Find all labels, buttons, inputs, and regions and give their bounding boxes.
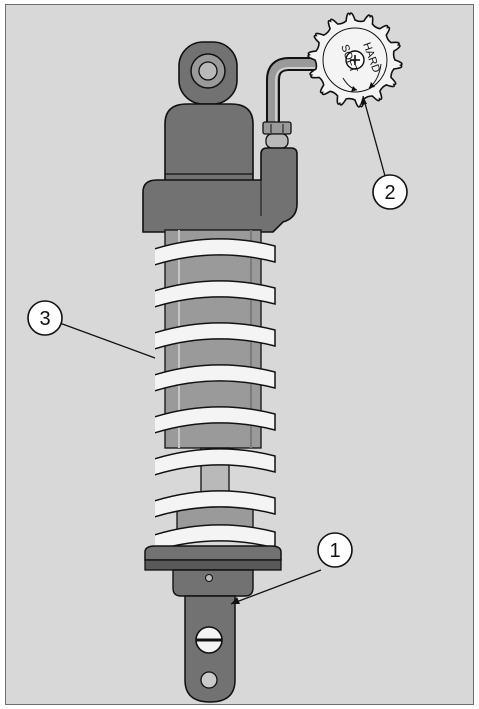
callout-1: 1 [317,532,353,568]
leader-line-2 [362,95,386,177]
spring-coil [155,364,276,392]
rebound-adjuster-screw [195,626,223,654]
adjuster-hose [266,57,323,132]
spring-coil [155,490,276,518]
main-body-housing [142,147,298,233]
spring-coil [155,238,276,266]
spring-coil [155,448,276,476]
illustration-panel: SOFT HARD 1 [5,4,474,705]
callout-2: 2 [372,174,408,210]
top-mount-eye [178,41,238,105]
lower-clevis [172,569,254,703]
coil-spring [155,238,276,552]
leader-line-3 [56,321,156,359]
spring-coil [155,406,276,434]
soft-arrow-icon [351,86,357,92]
callout-3-label: 3 [39,308,50,330]
callout-1-label: 1 [329,540,340,562]
spring-coil [155,322,276,350]
leader-line-1 [230,569,322,605]
upper-body [164,103,254,187]
spring-coil [155,280,276,308]
leader-lines [56,95,386,605]
preload-adjuster-knob: SOFT HARD [307,12,403,108]
hard-arrow-icon [369,82,375,88]
callout-3: 3 [27,300,63,336]
callout-2-label: 2 [384,182,395,204]
shock-absorber-illustration: SOFT HARD 1 [5,4,474,705]
lower-spring-seat [144,545,282,571]
